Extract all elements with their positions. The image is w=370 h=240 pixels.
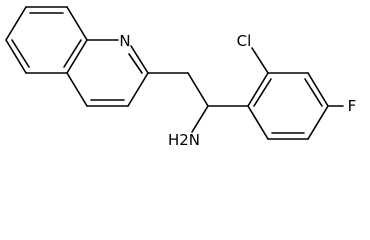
double-bond-inner — [63, 39, 82, 68]
bond — [5, 39, 27, 74]
amine-group-label: H2N — [168, 131, 200, 149]
bond — [66, 72, 88, 107]
chemical-structure: N Cl F H2N — [5, 6, 357, 149]
bond — [187, 72, 209, 107]
bond — [66, 39, 88, 74]
bond-to-amine — [191, 105, 209, 133]
bond — [127, 72, 149, 107]
quinoline-pyridine-ring — [66, 39, 149, 107]
bond — [66, 6, 88, 41]
nitrogen-atom-label: N — [119, 32, 130, 50]
bond-to-chlorine — [251, 47, 269, 74]
double-bond-inner — [11, 39, 30, 68]
bond — [247, 105, 269, 140]
bond — [247, 72, 269, 107]
bond — [307, 72, 329, 107]
double-bond-inner — [304, 78, 323, 107]
bond — [130, 45, 149, 74]
double-bond-inner — [128, 53, 143, 74]
bond — [5, 6, 27, 41]
chlorine-atom-label: Cl — [237, 32, 252, 50]
quinoline-benzo-ring — [5, 6, 88, 74]
bond — [307, 105, 329, 140]
ethyl-linker — [147, 72, 249, 133]
fluorine-atom-label: F — [348, 97, 357, 115]
phenyl-ring — [247, 47, 344, 140]
double-bond-inner — [253, 78, 272, 107]
